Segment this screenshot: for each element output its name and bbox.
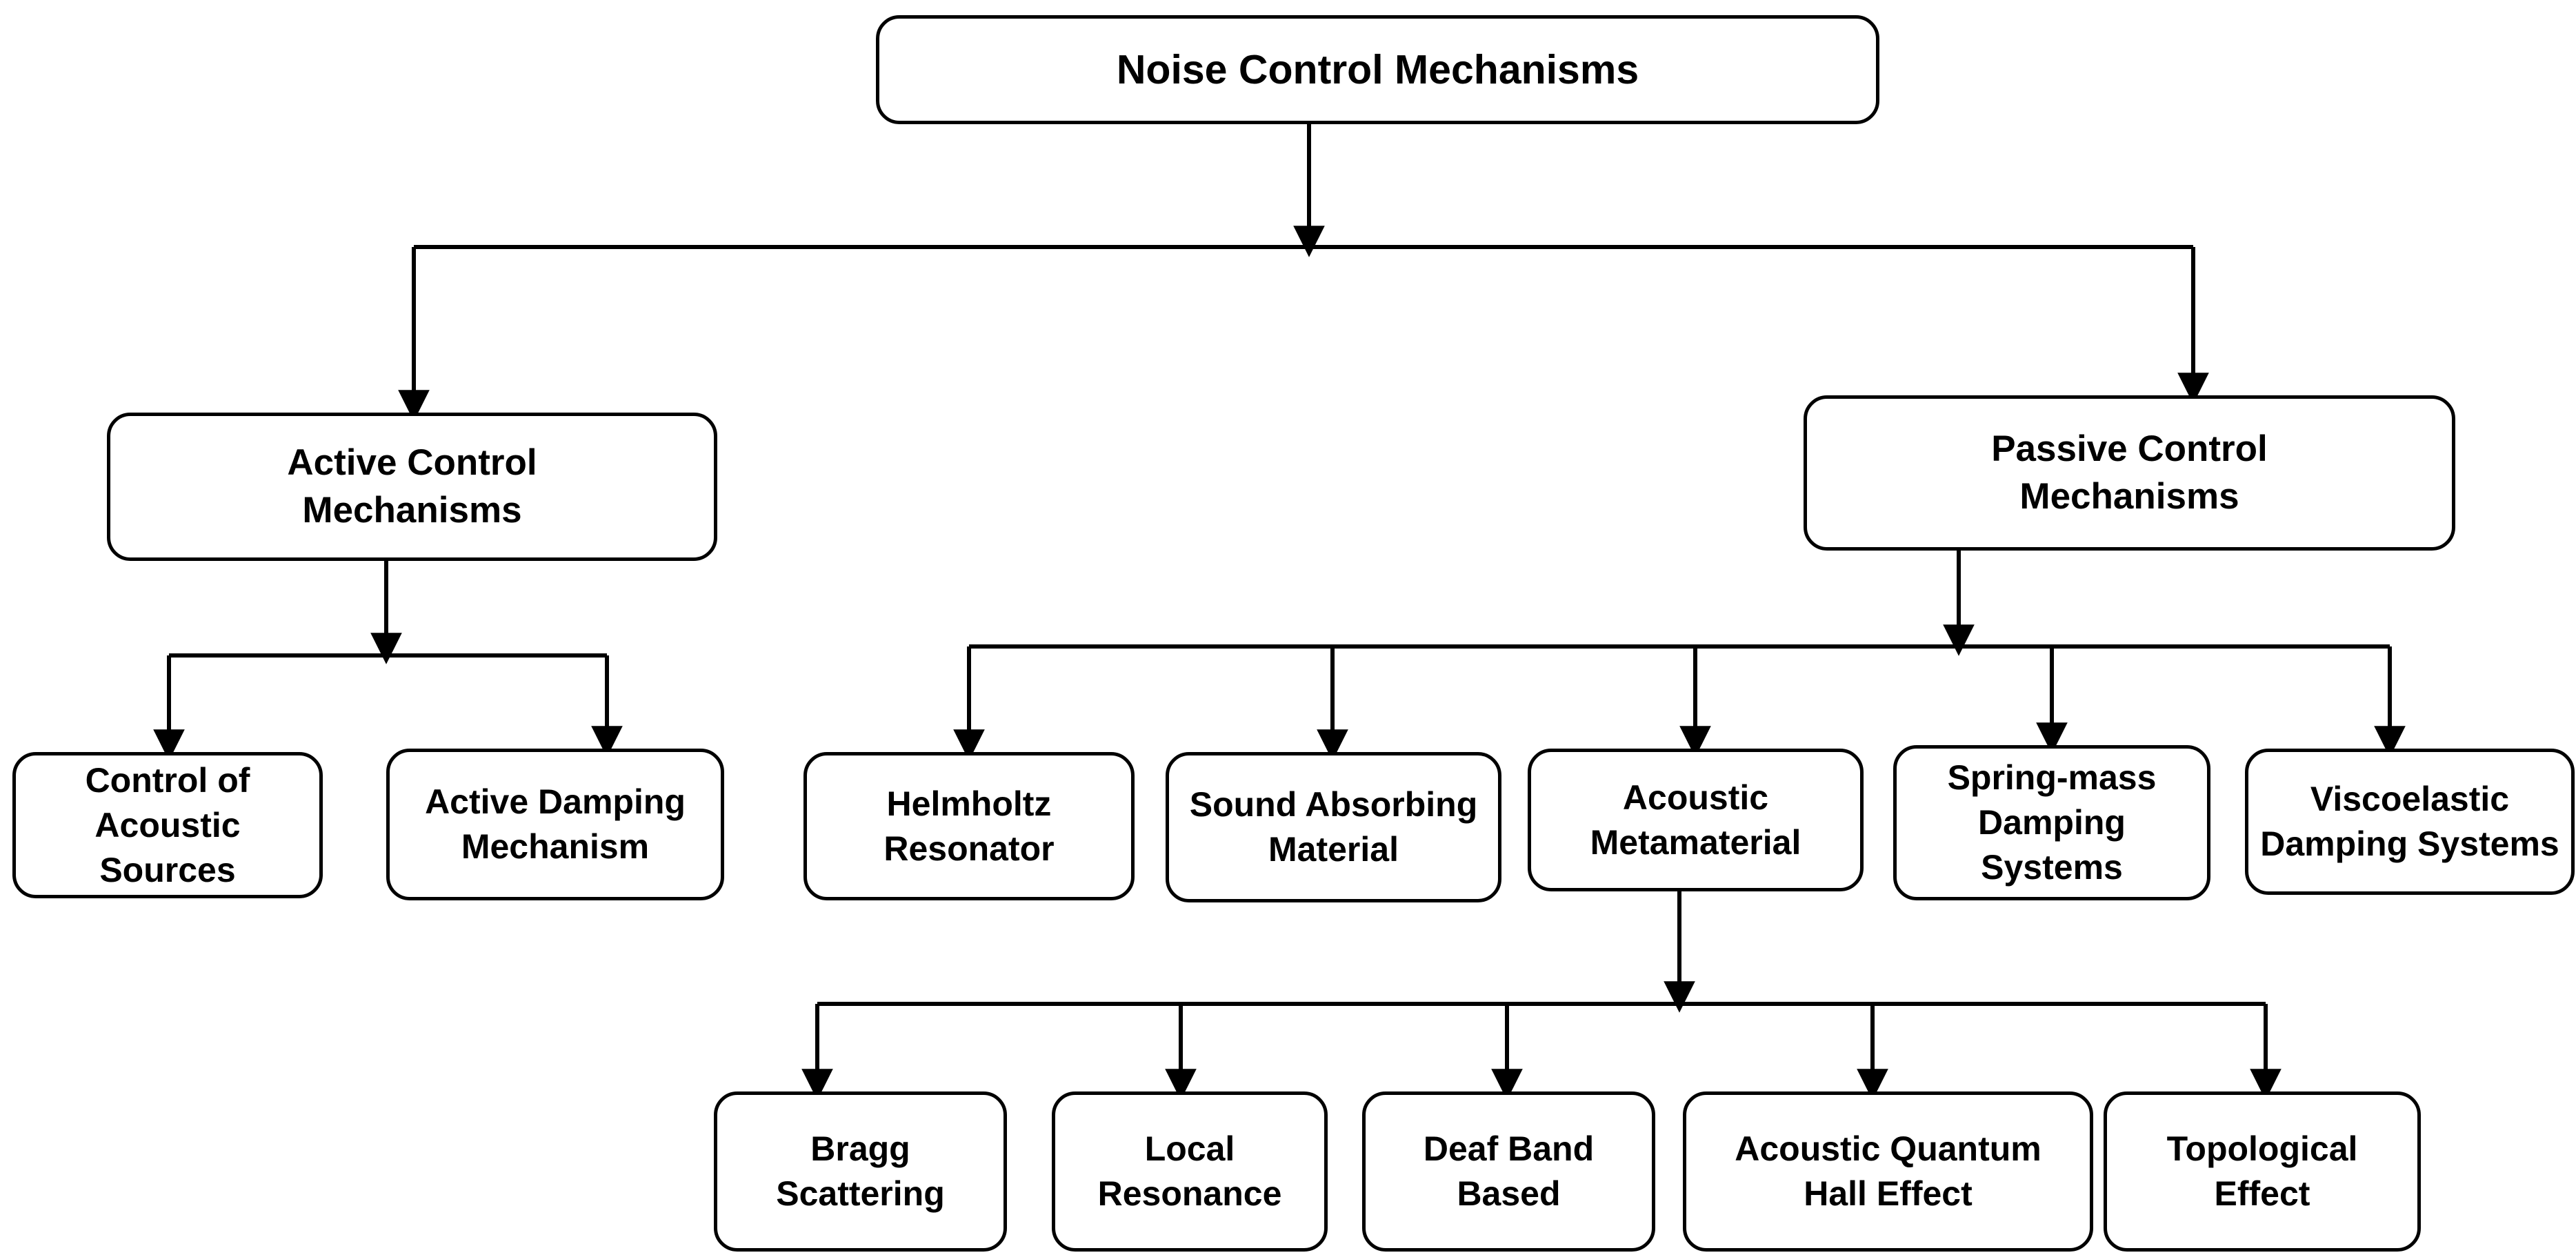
node-passive-control-mechanisms[interactable]: Passive Control Mechanisms bbox=[1804, 395, 2455, 551]
node-viscoelastic-damping-systems[interactable]: Viscoelastic Damping Systems bbox=[2245, 749, 2575, 895]
node-active-control-mechanisms[interactable]: Active Control Mechanisms bbox=[107, 413, 717, 561]
node-spring-mass-damping-systems[interactable]: Spring-mass Damping Systems bbox=[1893, 745, 2210, 900]
node-sound-absorbing-material[interactable]: Sound Absorbing Material bbox=[1166, 752, 1501, 902]
node-noise-control-mechanisms[interactable]: Noise Control Mechanisms bbox=[876, 15, 1879, 124]
node-acoustic-quantum-hall-effect[interactable]: Acoustic Quantum Hall Effect bbox=[1683, 1091, 2093, 1252]
node-deaf-band-based[interactable]: Deaf Band Based bbox=[1362, 1091, 1655, 1252]
node-local-resonance[interactable]: Local Resonance bbox=[1052, 1091, 1328, 1252]
node-control-of-acoustic-sources[interactable]: Control of Acoustic Sources bbox=[12, 752, 323, 898]
node-topological-effect[interactable]: Topological Effect bbox=[2104, 1091, 2421, 1252]
node-helmholtz-resonator[interactable]: Helmholtz Resonator bbox=[803, 752, 1135, 900]
node-acoustic-metamaterial[interactable]: Acoustic Metamaterial bbox=[1528, 749, 1864, 891]
node-active-damping-mechanism[interactable]: Active Damping Mechanism bbox=[386, 749, 724, 900]
node-bragg-scattering[interactable]: Bragg Scattering bbox=[714, 1091, 1007, 1252]
